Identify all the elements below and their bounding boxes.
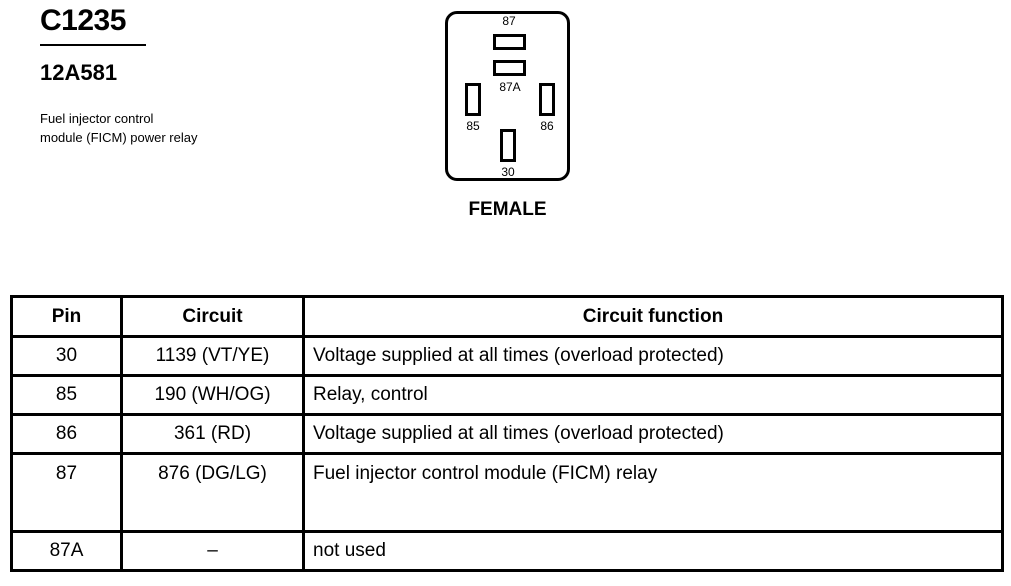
cell-circuit: 361 (RD) <box>120 413 305 455</box>
cell-function: Voltage supplied at all times (overload … <box>302 335 1004 377</box>
connector-gender-label: FEMALE <box>468 199 547 220</box>
cell-function: Voltage supplied at all times (overload … <box>302 413 1004 455</box>
cell-pin: 30 <box>10 335 123 377</box>
cell-circuit: 1139 (VT/YE) <box>120 335 305 377</box>
pinout-table: Pin Circuit Circuit function 30 1139 (VT… <box>10 295 1004 572</box>
cell-function: Fuel injector control module (FICM) rela… <box>302 452 1004 533</box>
pin-label-87a: 87A <box>499 80 521 94</box>
table-row: 86 361 (RD) Voltage supplied at all time… <box>10 413 1004 455</box>
cell-circuit: – <box>120 530 305 572</box>
header-circuit: Circuit <box>120 295 305 338</box>
pin-87a-terminal <box>493 60 526 76</box>
cell-pin: 87 <box>10 452 123 533</box>
pin-86-terminal <box>539 83 555 116</box>
connector-id: C1235 <box>40 4 126 37</box>
relay-connector-face: 87 87A 85 86 30 <box>445 11 570 181</box>
table-row: 87A – not used <box>10 530 1004 572</box>
pin-label-87: 87 <box>502 14 516 28</box>
table-header-row: Pin Circuit Circuit function <box>10 295 1004 338</box>
pin-label-30: 30 <box>501 165 515 179</box>
cell-pin: 87A <box>10 530 123 572</box>
pin-30-terminal <box>500 129 516 162</box>
connector-description: Fuel injector control module (FICM) powe… <box>40 109 280 147</box>
table-row: 85 190 (WH/OG) Relay, control <box>10 374 1004 416</box>
part-number: 12A581 <box>40 60 118 85</box>
connector-id-underline <box>40 44 146 46</box>
cell-circuit: 876 (DG/LG) <box>120 452 305 533</box>
cell-function: not used <box>302 530 1004 572</box>
pin-label-85: 85 <box>466 119 480 133</box>
header-circuit-function: Circuit function <box>302 295 1004 338</box>
description-line: Fuel injector control <box>40 111 154 126</box>
pin-87-terminal <box>493 34 526 50</box>
cell-pin: 85 <box>10 374 123 416</box>
cell-pin: 86 <box>10 413 123 455</box>
description-line: module (FICM) power relay <box>40 130 198 145</box>
table-row: 30 1139 (VT/YE) Voltage supplied at all … <box>10 335 1004 377</box>
table-row: 87 876 (DG/LG) Fuel injector control mod… <box>10 452 1004 533</box>
cell-function: Relay, control <box>302 374 1004 416</box>
header-pin: Pin <box>10 295 123 338</box>
pin-label-86: 86 <box>540 119 554 133</box>
pin-85-terminal <box>465 83 481 116</box>
cell-circuit: 190 (WH/OG) <box>120 374 305 416</box>
